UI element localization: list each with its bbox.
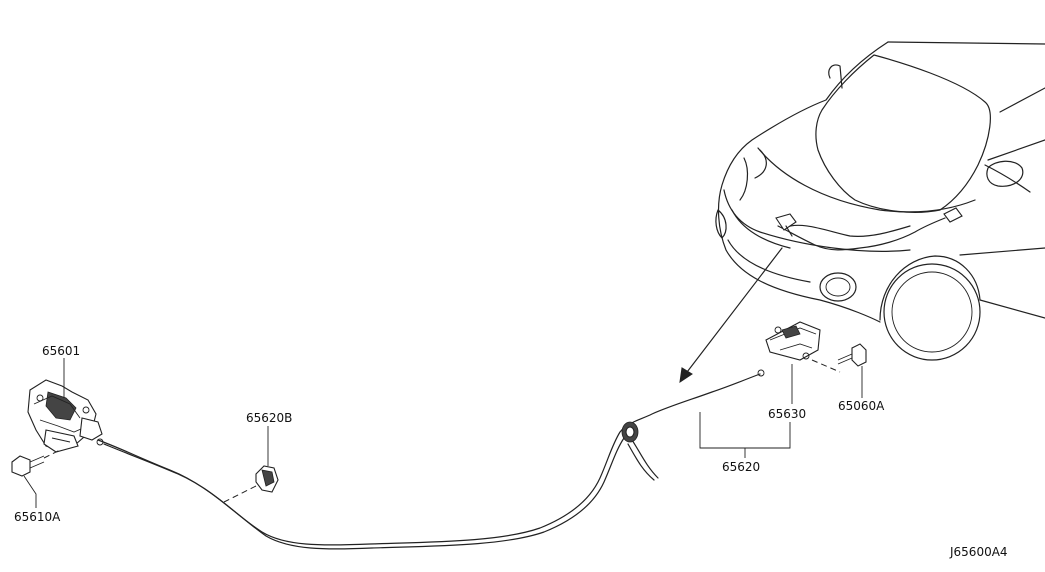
release-cable — [96, 369, 765, 550]
release-handle-part — [765, 321, 821, 361]
label-release-cable-assembly: 65620 — [722, 460, 760, 474]
diagram-id: J65600A4 — [949, 545, 1008, 559]
leader-65610A — [23, 475, 37, 508]
location-arrow — [679, 247, 783, 384]
label-handle-bolt: 65060A — [838, 399, 885, 413]
clip-dash-leader — [223, 485, 257, 503]
label-cable-clip: 65620B — [246, 411, 292, 425]
cable-clip-part — [255, 465, 279, 493]
vehicle-front-illustration — [715, 41, 1045, 361]
label-hood-lock-bolt: 65610A — [14, 510, 61, 524]
label-release-handle: 65630 — [768, 407, 806, 421]
handle-dash-leader — [811, 359, 841, 373]
hood-lock-part — [27, 379, 103, 453]
handle-bolt-part — [837, 343, 867, 367]
label-hood-lock: 65601 — [42, 344, 80, 358]
bolt-dash-leader — [43, 449, 61, 459]
hood-lock-bolt-part — [11, 455, 45, 477]
